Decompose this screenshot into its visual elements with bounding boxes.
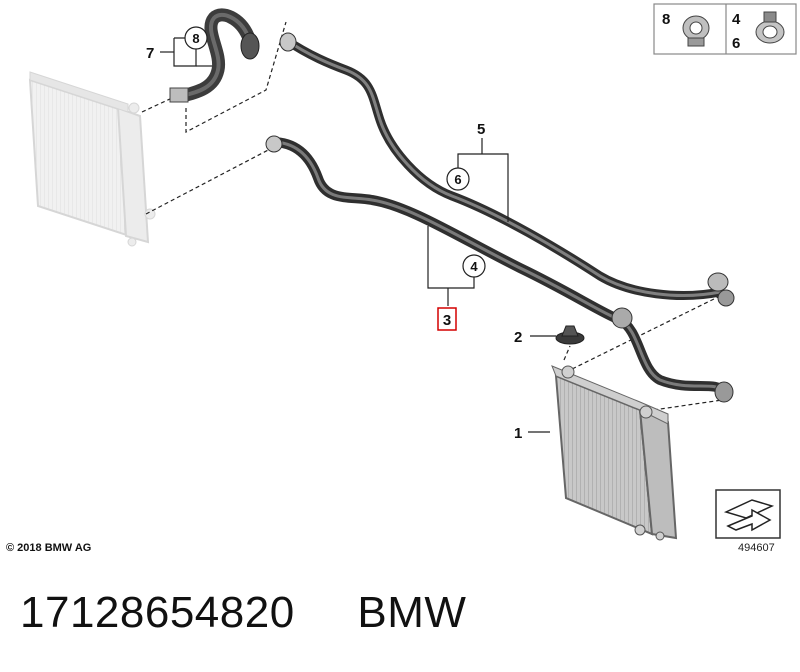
callouts: 7 8 5 6 4 3 2 1: [146, 26, 522, 442]
background-radiator: [28, 71, 156, 247]
hose-clip-icon: [755, 11, 785, 44]
cooling-line-6: [279, 32, 735, 307]
copyright-text: © 2018 BMW AG: [6, 542, 92, 554]
legend-number-4: 4: [732, 11, 741, 28]
callout-8: 8: [192, 31, 199, 46]
callout-8-circle: [184, 26, 208, 50]
footer: 17128654820 BMW: [20, 588, 466, 638]
parts-legend-box: 8 4 6: [653, 3, 797, 55]
legend-number-6: 6: [732, 35, 740, 52]
parts-diagram: 7 8 5 6 4 3 2 1 8 4 6: [28, 3, 797, 541]
brand-name: BMW: [357, 588, 467, 637]
highlight-box: [437, 307, 457, 331]
leader-lines: [160, 37, 556, 433]
callout-3: 3: [443, 312, 451, 329]
callout-4: 4: [470, 259, 478, 274]
clamp-icon: [682, 15, 710, 47]
callout-5: 5: [477, 121, 485, 138]
cooling-line-4: [265, 135, 734, 403]
callout-2: 2: [514, 329, 522, 346]
callout-1: 1: [514, 425, 522, 442]
drawing-number: 494607: [738, 542, 775, 554]
dashed-connection-lines: [141, 21, 723, 413]
part-number: 17128654820: [20, 588, 295, 637]
callout-7: 7: [146, 45, 154, 62]
callout-6: 6: [454, 172, 461, 187]
callout-4-circle: [462, 254, 486, 278]
orientation-arrow-box: [715, 489, 781, 539]
legend-number-8: 8: [662, 11, 670, 28]
grommet-2: [555, 325, 585, 345]
callout-6-circle: [446, 167, 470, 191]
hose-7: [169, 8, 260, 103]
oil-cooler-1: [551, 365, 678, 541]
